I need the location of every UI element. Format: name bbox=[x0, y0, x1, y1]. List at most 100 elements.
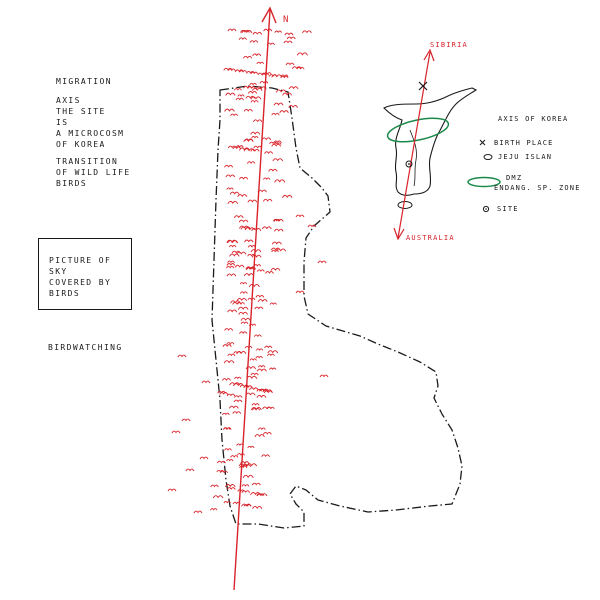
bird-mark bbox=[243, 55, 253, 59]
bird-mark bbox=[230, 300, 241, 304]
bird-mark bbox=[272, 158, 284, 162]
bird-mark bbox=[251, 228, 262, 231]
bird-mark bbox=[252, 119, 263, 123]
bird-mark bbox=[224, 164, 234, 168]
bird-mark bbox=[244, 227, 255, 231]
bird-mark bbox=[271, 74, 283, 78]
bird-mark bbox=[296, 52, 308, 56]
bird-mark bbox=[233, 399, 243, 403]
bird-mark bbox=[236, 351, 247, 354]
bird-mark bbox=[252, 87, 263, 91]
bird-mark bbox=[282, 92, 293, 96]
bird-mark bbox=[193, 510, 203, 514]
picture-box-line: SKY bbox=[49, 267, 68, 276]
bird-mark bbox=[237, 306, 249, 310]
bird-mark bbox=[226, 459, 234, 462]
bird-mark bbox=[296, 66, 305, 70]
bird-mark bbox=[261, 454, 270, 458]
inset-map: SIBIRIA AUSTRALIA bbox=[383, 41, 478, 242]
bird-mark bbox=[227, 353, 236, 357]
siberia-label: SIBIRIA bbox=[430, 41, 468, 49]
bird-mark bbox=[216, 469, 225, 473]
bird-mark bbox=[271, 112, 280, 116]
bird-mark bbox=[227, 68, 236, 72]
bird-mark bbox=[244, 138, 254, 142]
bird-mark bbox=[262, 431, 272, 435]
bird-mark bbox=[259, 80, 269, 84]
legend-jeju-island: JEJU ISLAN bbox=[498, 153, 553, 161]
bird-mark bbox=[248, 323, 257, 327]
bird-mark bbox=[243, 148, 255, 152]
bird-mark bbox=[252, 31, 263, 35]
bird-mark bbox=[248, 284, 260, 288]
bird-mark bbox=[245, 392, 256, 396]
bird-mark bbox=[232, 501, 241, 505]
bird-mark bbox=[226, 239, 238, 243]
bird-mark bbox=[250, 148, 260, 152]
bird-mark bbox=[240, 321, 249, 325]
bird-mark bbox=[253, 334, 262, 338]
bird-mark bbox=[230, 113, 238, 117]
bird-mark bbox=[251, 406, 262, 411]
bird-mark bbox=[249, 40, 259, 43]
bird-mark bbox=[269, 302, 277, 305]
bird-mark bbox=[254, 434, 265, 438]
bird-mark bbox=[282, 194, 293, 198]
bird-mark bbox=[239, 291, 248, 294]
bird-mark bbox=[271, 143, 282, 147]
bird-mark bbox=[226, 393, 236, 397]
bird-mark bbox=[266, 42, 275, 46]
bird-mark bbox=[307, 224, 317, 228]
bird-mark bbox=[252, 505, 263, 509]
korea-axis-top-arrow bbox=[423, 48, 435, 62]
bird-mark bbox=[255, 295, 265, 298]
bird-mark bbox=[250, 100, 259, 103]
bird-mark bbox=[228, 244, 237, 248]
bird-mark bbox=[266, 353, 275, 357]
site-boundary-outline bbox=[211, 85, 463, 529]
bird-mark bbox=[295, 214, 305, 218]
korea-axis-bottom-arrow bbox=[393, 227, 405, 241]
bird-mark bbox=[261, 137, 272, 141]
korea-peninsula-outline bbox=[383, 87, 478, 196]
bird-mark bbox=[250, 492, 261, 496]
bird-mark bbox=[247, 199, 258, 203]
bird-mark bbox=[317, 260, 327, 264]
bird-mark bbox=[243, 273, 255, 277]
bird-mark bbox=[274, 30, 283, 34]
bird-mark bbox=[251, 135, 259, 139]
bird-mark bbox=[268, 168, 278, 172]
bird-mark bbox=[181, 418, 191, 422]
note-line: TRANSITION bbox=[56, 157, 119, 166]
picture-box-line: PICTURE OF bbox=[49, 256, 112, 265]
bird-mark bbox=[250, 372, 259, 376]
legend-site: SITE bbox=[497, 205, 519, 213]
bird-mark bbox=[249, 82, 257, 86]
bird-mark bbox=[250, 131, 261, 135]
bird-mark bbox=[253, 264, 262, 267]
bird-mark bbox=[239, 282, 248, 285]
bird-mark bbox=[226, 487, 236, 490]
bird-mark bbox=[271, 249, 279, 253]
bird-mark bbox=[243, 385, 253, 389]
bird-mark bbox=[255, 355, 263, 359]
bird-mark bbox=[241, 484, 250, 487]
bird-mark bbox=[238, 176, 249, 180]
bird-mark bbox=[237, 94, 245, 97]
legend-symbols bbox=[467, 139, 501, 213]
bird-mark bbox=[252, 53, 262, 57]
bird-mark bbox=[201, 380, 211, 384]
bird-mark bbox=[262, 389, 273, 393]
bird-mark bbox=[288, 105, 298, 108]
bird-mark bbox=[246, 267, 256, 270]
bird-mark bbox=[234, 376, 242, 380]
bird-mark bbox=[185, 468, 195, 472]
bird-mark bbox=[232, 383, 244, 387]
bird-mark bbox=[227, 260, 235, 264]
bird-mark bbox=[227, 309, 238, 313]
bird-mark bbox=[263, 28, 273, 32]
bird-mark bbox=[171, 430, 181, 434]
bird-mark bbox=[249, 387, 259, 391]
bird-mark bbox=[222, 412, 230, 416]
